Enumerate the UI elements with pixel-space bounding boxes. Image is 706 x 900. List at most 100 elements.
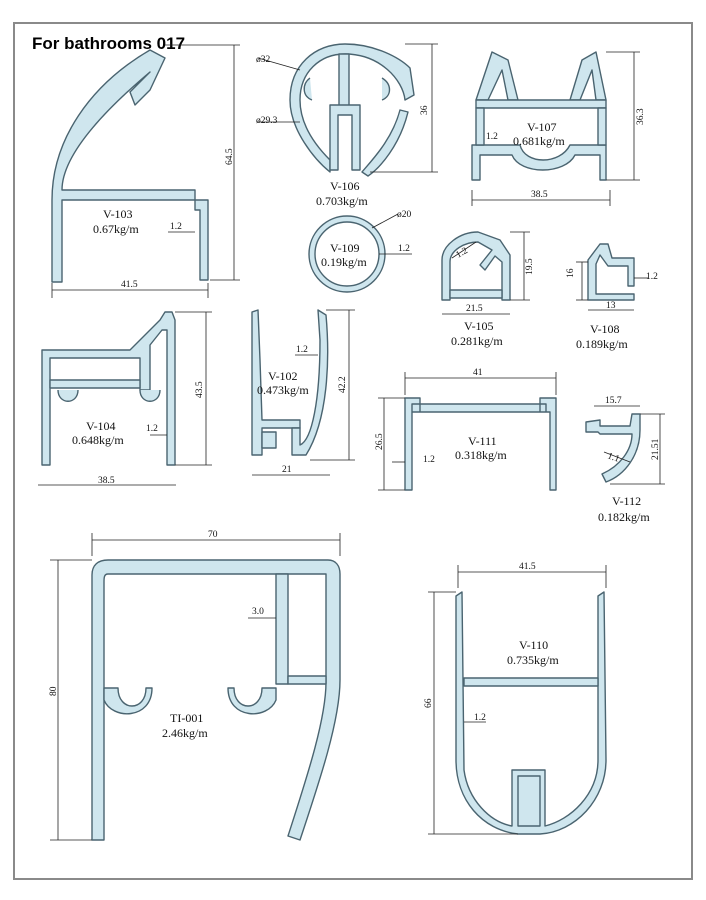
v104-dim-thickness: 1.2 <box>146 424 158 434</box>
profile-v109: ø20 1.2 V-109 0.19kg/m <box>308 210 412 293</box>
v103-dim-width: 41.5 <box>121 280 138 290</box>
v106-code: V-106 <box>330 179 360 193</box>
v102-weight: 0.473kg/m <box>257 383 309 397</box>
v112-dim-thickness: 1.1 <box>606 451 621 465</box>
profile-v103-leg <box>194 199 209 281</box>
profile-v103-shape <box>51 49 196 283</box>
v107-weight: 0.681kg/m <box>513 134 565 148</box>
profile-v112-shape <box>585 413 641 483</box>
profile-v106-shape <box>289 43 415 173</box>
profile-v111: 41 26.5 1.2 V-111 0.318kg/m <box>375 368 557 491</box>
v103-dim-height: 64.5 <box>225 148 235 165</box>
ti001-dim-width: 70 <box>208 530 218 540</box>
profile-v104: 43.5 1.2 38.5 V-104 0.648kg/m <box>38 311 212 486</box>
profile-v107-bar <box>475 99 607 109</box>
drawing-frame <box>13 22 693 880</box>
profile-v104-hook-right <box>139 389 161 402</box>
profile-v106-channel <box>329 104 361 171</box>
ti001-code: TI-001 <box>170 711 203 725</box>
v107-dim-height: 36.3 <box>636 108 646 125</box>
v109-dim-diameter: ø20 <box>397 210 412 220</box>
v104-dim-width: 38.5 <box>98 476 115 486</box>
ti001-weight: 2.46kg/m <box>162 726 208 740</box>
v105-weight: 0.281kg/m <box>451 334 503 348</box>
v111-dim-width: 41 <box>473 368 483 378</box>
v102-dim-thickness: 1.2 <box>296 345 308 355</box>
profile-ti001-rib-foot <box>287 675 327 685</box>
profile-v102-slot <box>261 431 277 449</box>
profile-v103: V-103 0.67kg/m 64.5 41.5 1.2 <box>51 44 240 298</box>
profile-v111-shape <box>404 397 557 491</box>
profile-v106: ø32 ø29.3 36 V-106 0.703kg/m <box>256 43 438 208</box>
profile-v108-shape <box>587 243 635 301</box>
profile-v104-shape <box>41 311 176 466</box>
profile-v112: 15.7 21.51 1.1 V-112 0.182kg/m <box>585 396 665 524</box>
v108-code: V-108 <box>590 322 620 336</box>
v110-dim-height: 66 <box>424 698 434 708</box>
v102-code: V-102 <box>268 369 298 383</box>
profile-v106-hook-left <box>303 77 313 101</box>
profile-v105-shape <box>441 231 511 301</box>
v109-weight: 0.19kg/m <box>321 255 367 269</box>
profile-v104-hook-left <box>57 389 79 402</box>
v112-dim-width: 15.7 <box>605 396 622 406</box>
v104-code: V-104 <box>86 419 116 433</box>
v109-dim-thickness: 1.2 <box>398 244 410 254</box>
v103-dim-thickness: 1.2 <box>170 222 182 232</box>
profile-ti001-hook-right <box>227 687 277 715</box>
ti001-dim-height: 80 <box>49 686 59 696</box>
v108-weight: 0.189kg/m <box>576 337 628 351</box>
v105-dim-width: 21.5 <box>466 304 483 314</box>
profile-v107-side-left <box>475 107 485 146</box>
v107-dim-width: 38.5 <box>531 190 548 200</box>
v102-dim-width: 21 <box>282 465 292 475</box>
v108-dim-width: 13 <box>606 301 616 311</box>
v110-dim-thickness: 1.2 <box>474 713 486 723</box>
profile-v108: 16 1.2 13 V-108 0.189kg/m <box>566 243 658 351</box>
v111-dim-height: 26.5 <box>375 433 385 450</box>
profile-v105: 1.2 19.5 21.5 V-105 0.281kg/m <box>441 231 535 348</box>
profile-v107-side-right <box>597 107 607 146</box>
profile-ti001-rib <box>275 573 289 685</box>
v105-code: V-105 <box>464 319 494 333</box>
v106-weight: 0.703kg/m <box>316 194 368 208</box>
ti001-dim-rib: 3.0 <box>252 607 264 617</box>
profile-v107-ear-right <box>569 51 607 101</box>
v112-weight: 0.182kg/m <box>598 510 650 524</box>
profile-v102-right <box>291 309 329 456</box>
v112-code: V-112 <box>612 494 641 508</box>
profile-v107: 36.3 38.5 1.2 V-107 0.681kg/m <box>471 51 646 206</box>
profile-v106-hook-right <box>381 77 391 101</box>
profile-v102: 1.2 42.2 21 V-102 0.473kg/m <box>251 309 355 476</box>
v103-code: V-103 <box>103 207 133 221</box>
profile-v104-bar <box>49 379 141 389</box>
v107-dim-thickness: 1.2 <box>486 132 498 142</box>
v110-code: V-110 <box>519 638 548 652</box>
v111-weight: 0.318kg/m <box>455 448 507 462</box>
profile-v106-right <box>361 109 409 177</box>
v108-dim-height: 16 <box>566 268 576 278</box>
v109-code: V-109 <box>330 241 360 255</box>
v106-dim-outer: ø32 <box>256 55 271 65</box>
profile-v105-base <box>449 289 503 299</box>
profile-v110: 41.5 66 1.2 V-110 0.735kg/m <box>424 562 607 835</box>
v105-dim-height: 19.5 <box>525 258 535 275</box>
profile-ti001-hook-left <box>103 687 153 715</box>
profile-v110-bar <box>463 677 599 687</box>
v106-dim-inner: ø29.3 <box>256 116 278 126</box>
v104-dim-height: 43.5 <box>195 381 205 398</box>
v110-weight: 0.735kg/m <box>507 653 559 667</box>
v104-weight: 0.648kg/m <box>72 433 124 447</box>
profile-v107-shape <box>471 144 607 181</box>
profile-ti001: 70 3.0 80 TI-001 2.46kg/m <box>49 530 341 841</box>
v110-dim-width: 41.5 <box>519 562 536 572</box>
v102-dim-height: 42.2 <box>338 376 348 393</box>
v108-dim-thickness: 1.2 <box>646 272 658 282</box>
v111-dim-thickness: 1.2 <box>423 455 435 465</box>
profile-v107-ear-left <box>475 51 519 101</box>
v107-code: V-107 <box>527 120 557 134</box>
v112-dim-height: 21.51 <box>651 438 661 460</box>
page-title: For bathrooms 017 <box>32 34 186 53</box>
v111-code: V-111 <box>468 434 497 448</box>
